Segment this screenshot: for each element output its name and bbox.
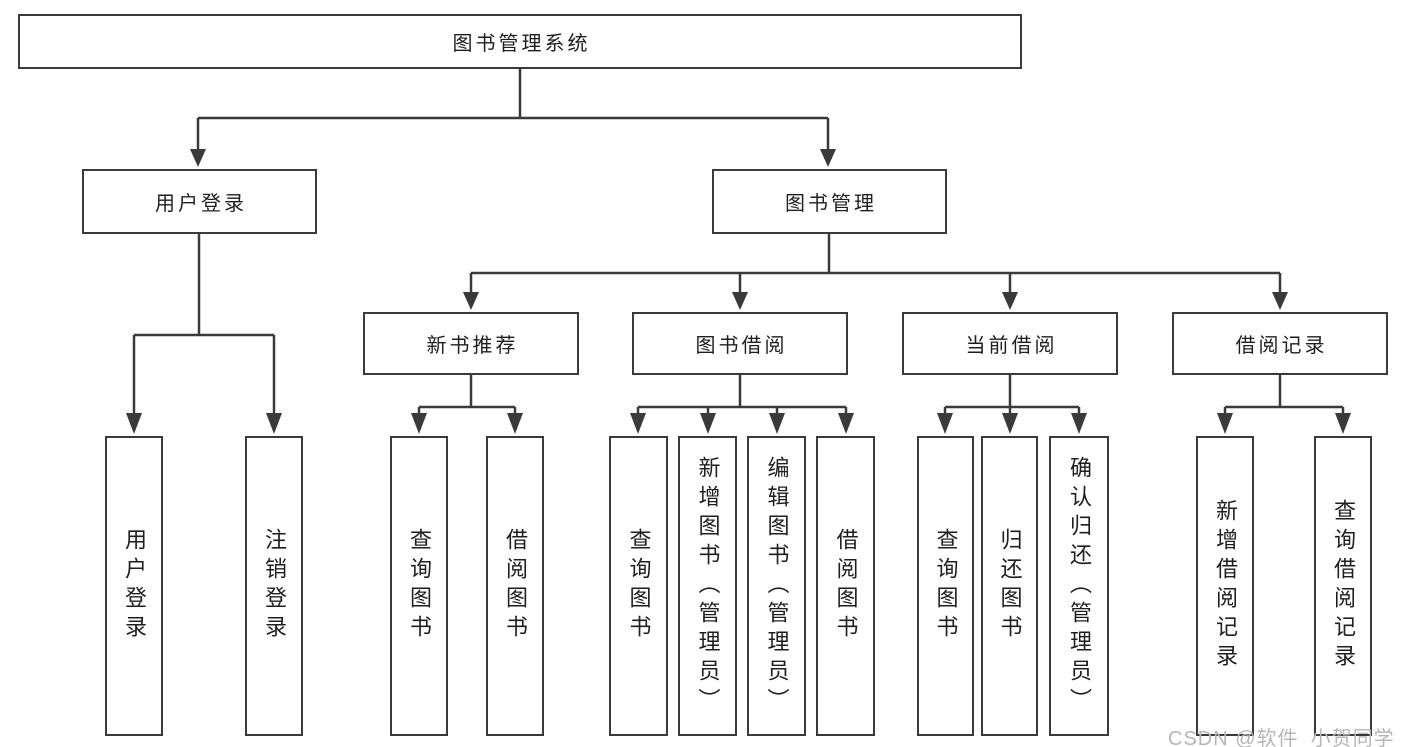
leaf-logout: 注销登录 [245, 436, 303, 736]
node-label: 查询图书 [933, 528, 959, 644]
node-label: 借阅图书 [833, 528, 859, 644]
connector-bookmgmt-to-level3 [469, 234, 1282, 292]
csdn-watermark: CSDN @软件_小贺同学 [1168, 728, 1395, 747]
node-label: 归还图书 [997, 528, 1023, 644]
node-label: 图书管理 [785, 193, 877, 215]
node-borrow-records: 借阅记录 [1172, 312, 1388, 375]
node-label: 新增图书（管理员） [695, 455, 721, 717]
node-label: 查询借阅记录 [1331, 499, 1356, 673]
leaf-query-books-2: 查询图书 [609, 436, 668, 736]
leaf-user-login: 用户登录 [105, 436, 163, 736]
node-library-management-system: 图书管理系统 [18, 14, 1022, 69]
connector-root-to-level2 [196, 69, 830, 150]
node-label: 注销登录 [262, 528, 287, 644]
leaf-edit-books-admin: 编辑图书（管理员） [747, 436, 806, 736]
connector-bookborrow-to-leaves [636, 375, 848, 414]
node-label: 编辑图书（管理员） [764, 455, 790, 717]
leaf-add-books-admin: 新增图书（管理员） [678, 436, 737, 736]
connector-records-to-leaves [1223, 375, 1345, 414]
leaf-borrow-books-2: 借阅图书 [816, 436, 875, 736]
leaf-add-borrow-record: 新增借阅记录 [1196, 436, 1254, 736]
arrowheads [126, 149, 1351, 434]
leaf-borrow-books-1: 借阅图书 [486, 436, 544, 736]
node-book-borrow: 图书借阅 [632, 312, 848, 375]
node-label: 查询图书 [407, 528, 432, 644]
leaf-return-books: 归还图书 [981, 436, 1038, 736]
leaf-confirm-return-admin: 确认归还（管理员） [1049, 436, 1109, 736]
node-new-book-recommend: 新书推荐 [363, 312, 579, 375]
connector-currentborrow-to-leaves [943, 375, 1081, 414]
node-label: 用户登录 [122, 528, 147, 644]
leaf-query-books-3: 查询图书 [917, 436, 974, 736]
leaf-query-books-1: 查询图书 [390, 436, 448, 736]
node-current-borrow: 当前借阅 [902, 312, 1118, 375]
node-user-login-branch: 用户登录 [82, 169, 317, 234]
leaf-query-borrow-record: 查询借阅记录 [1314, 436, 1372, 736]
connector-newbook-to-leaves [417, 375, 517, 414]
node-label: 确认归还（管理员） [1067, 455, 1092, 717]
node-label: 新增借阅记录 [1213, 499, 1238, 673]
node-label: 图书管理系统 [452, 33, 591, 55]
node-label: 借阅图书 [503, 528, 528, 644]
node-book-management-branch: 图书管理 [712, 169, 947, 234]
node-label: 用户登录 [155, 193, 247, 215]
node-label: 图书借阅 [695, 335, 788, 357]
node-label: 查询图书 [626, 528, 652, 644]
node-label: 新书推荐 [426, 335, 519, 357]
node-label: 当前借阅 [965, 335, 1058, 357]
connector-userlogin-to-leaves [132, 234, 276, 414]
node-label: 借阅记录 [1235, 335, 1328, 357]
